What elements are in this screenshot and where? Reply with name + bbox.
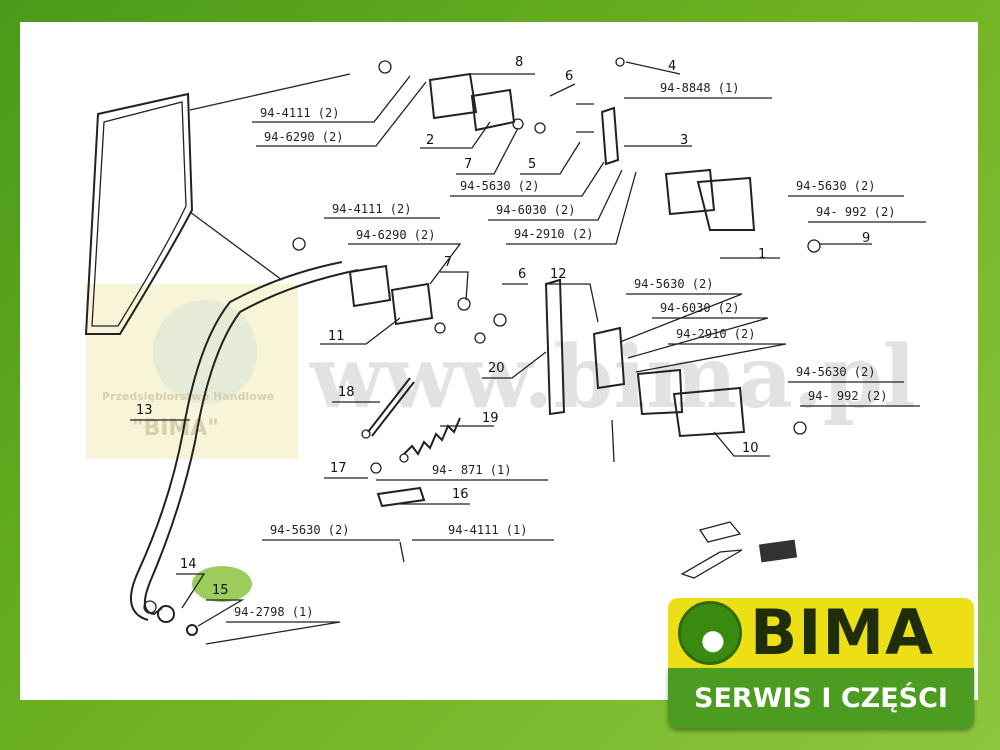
ref-94-871: 94- 871 (1) — [432, 463, 511, 477]
ref-94-5630-bottom: 94-5630 (2) — [270, 523, 349, 537]
key-sketch — [680, 521, 798, 579]
callout-7-top: 7 — [464, 157, 472, 172]
callout-6-mid: 6 — [518, 267, 526, 282]
ref-94-4111-mid: 94-4111 (2) — [332, 202, 411, 216]
ref-94-6030-top: 94-6030 (2) — [496, 203, 575, 217]
reference-labels: 94-4111 (2) 94-6290 (2) 94-8848 (1) 94-5… — [205, 75, 926, 645]
ref-94-6290-mid: 94-6290 (2) — [356, 228, 435, 242]
ref-94-992-top: 94- 992 (2) — [816, 205, 895, 219]
leader-glass-mid — [189, 211, 283, 281]
logo-top-band: BIMA — [668, 598, 974, 668]
callout-15: 15 — [212, 583, 229, 598]
callout-10: 10 — [742, 441, 759, 456]
gas-strut — [361, 377, 415, 439]
ref-94-5630-right: 94-5630 (2) — [796, 179, 875, 193]
latch-bracket — [370, 462, 426, 563]
middle-hinge-parts — [292, 237, 807, 463]
callout-9: 9 — [862, 231, 870, 246]
ref-94-5630-lower: 94-5630 (2) — [796, 365, 875, 379]
callout-3: 3 — [680, 133, 688, 148]
ref-94-4111-top: 94-4111 (2) — [260, 106, 339, 120]
ref-94-992-lower: 94- 992 (2) — [808, 389, 887, 403]
door-glass — [84, 92, 194, 335]
callout-11: 11 — [328, 329, 345, 344]
upper-hinge-parts — [378, 57, 821, 253]
door-frame-bar — [130, 261, 359, 621]
ref-94-6290-top: 94-6290 (2) — [264, 130, 343, 144]
ref-94-2798: 94-2798 (1) — [234, 605, 313, 619]
parts-diagram: www.bima.pl Przedsiębiorstwo Handlowe "B… — [84, 55, 926, 645]
diagram-frame: www.bima.pl Przedsiębiorstwo Handlowe "B… — [20, 22, 978, 700]
callout-1: 1 — [758, 247, 766, 262]
callout-13: 13 — [136, 403, 153, 418]
ref-94-5630-mid: 94-5630 (2) — [634, 277, 713, 291]
callout-18: 18 — [338, 385, 355, 400]
callout-16: 16 — [452, 487, 469, 502]
callout-14: 14 — [180, 557, 197, 572]
ref-94-6030-mid: 94-6030 (2) — [660, 301, 739, 315]
ref-94-2910-top: 94-2910 (2) — [514, 227, 593, 241]
callout-7-mid: 7 — [444, 255, 452, 270]
logo-tagline: SERWIS I CZĘŚCI — [668, 668, 974, 728]
watermark-company-line: Przedsiębiorstwo Handlowe — [102, 390, 274, 403]
callout-5: 5 — [528, 157, 536, 172]
watermark-ball — [153, 300, 257, 404]
callout-12: 12 — [550, 267, 567, 282]
callout-17: 17 — [330, 461, 347, 476]
callout-20: 20 — [488, 361, 505, 376]
logo-ball-icon — [678, 601, 742, 665]
ref-94-5630-top: 94-5630 (2) — [460, 179, 539, 193]
ref-94-2910-mid: 94-2910 (2) — [676, 327, 755, 341]
spring — [399, 417, 461, 463]
callout-2: 2 — [426, 133, 434, 148]
watermark-site: www.bima.pl — [309, 327, 916, 428]
ref-94-4111-bottom: 94-4111 (1) — [448, 523, 527, 537]
callout-4: 4 — [668, 59, 676, 74]
bima-logo: BIMA SERWIS I CZĘŚCI — [668, 598, 974, 732]
callout-8: 8 — [515, 55, 523, 70]
ref-94-8848: 94-8848 (1) — [660, 81, 739, 95]
leader-glass-top — [189, 73, 351, 111]
callouts: 8 6 4 2 3 7 5 1 9 7 6 12 11 20 18 13 19 … — [130, 55, 872, 627]
bottom-pivot-parts — [143, 600, 198, 636]
callout-6-top: 6 — [565, 69, 573, 84]
logo-name: BIMA — [750, 596, 935, 669]
callout-19: 19 — [482, 411, 499, 426]
highlight-15 — [192, 566, 252, 602]
